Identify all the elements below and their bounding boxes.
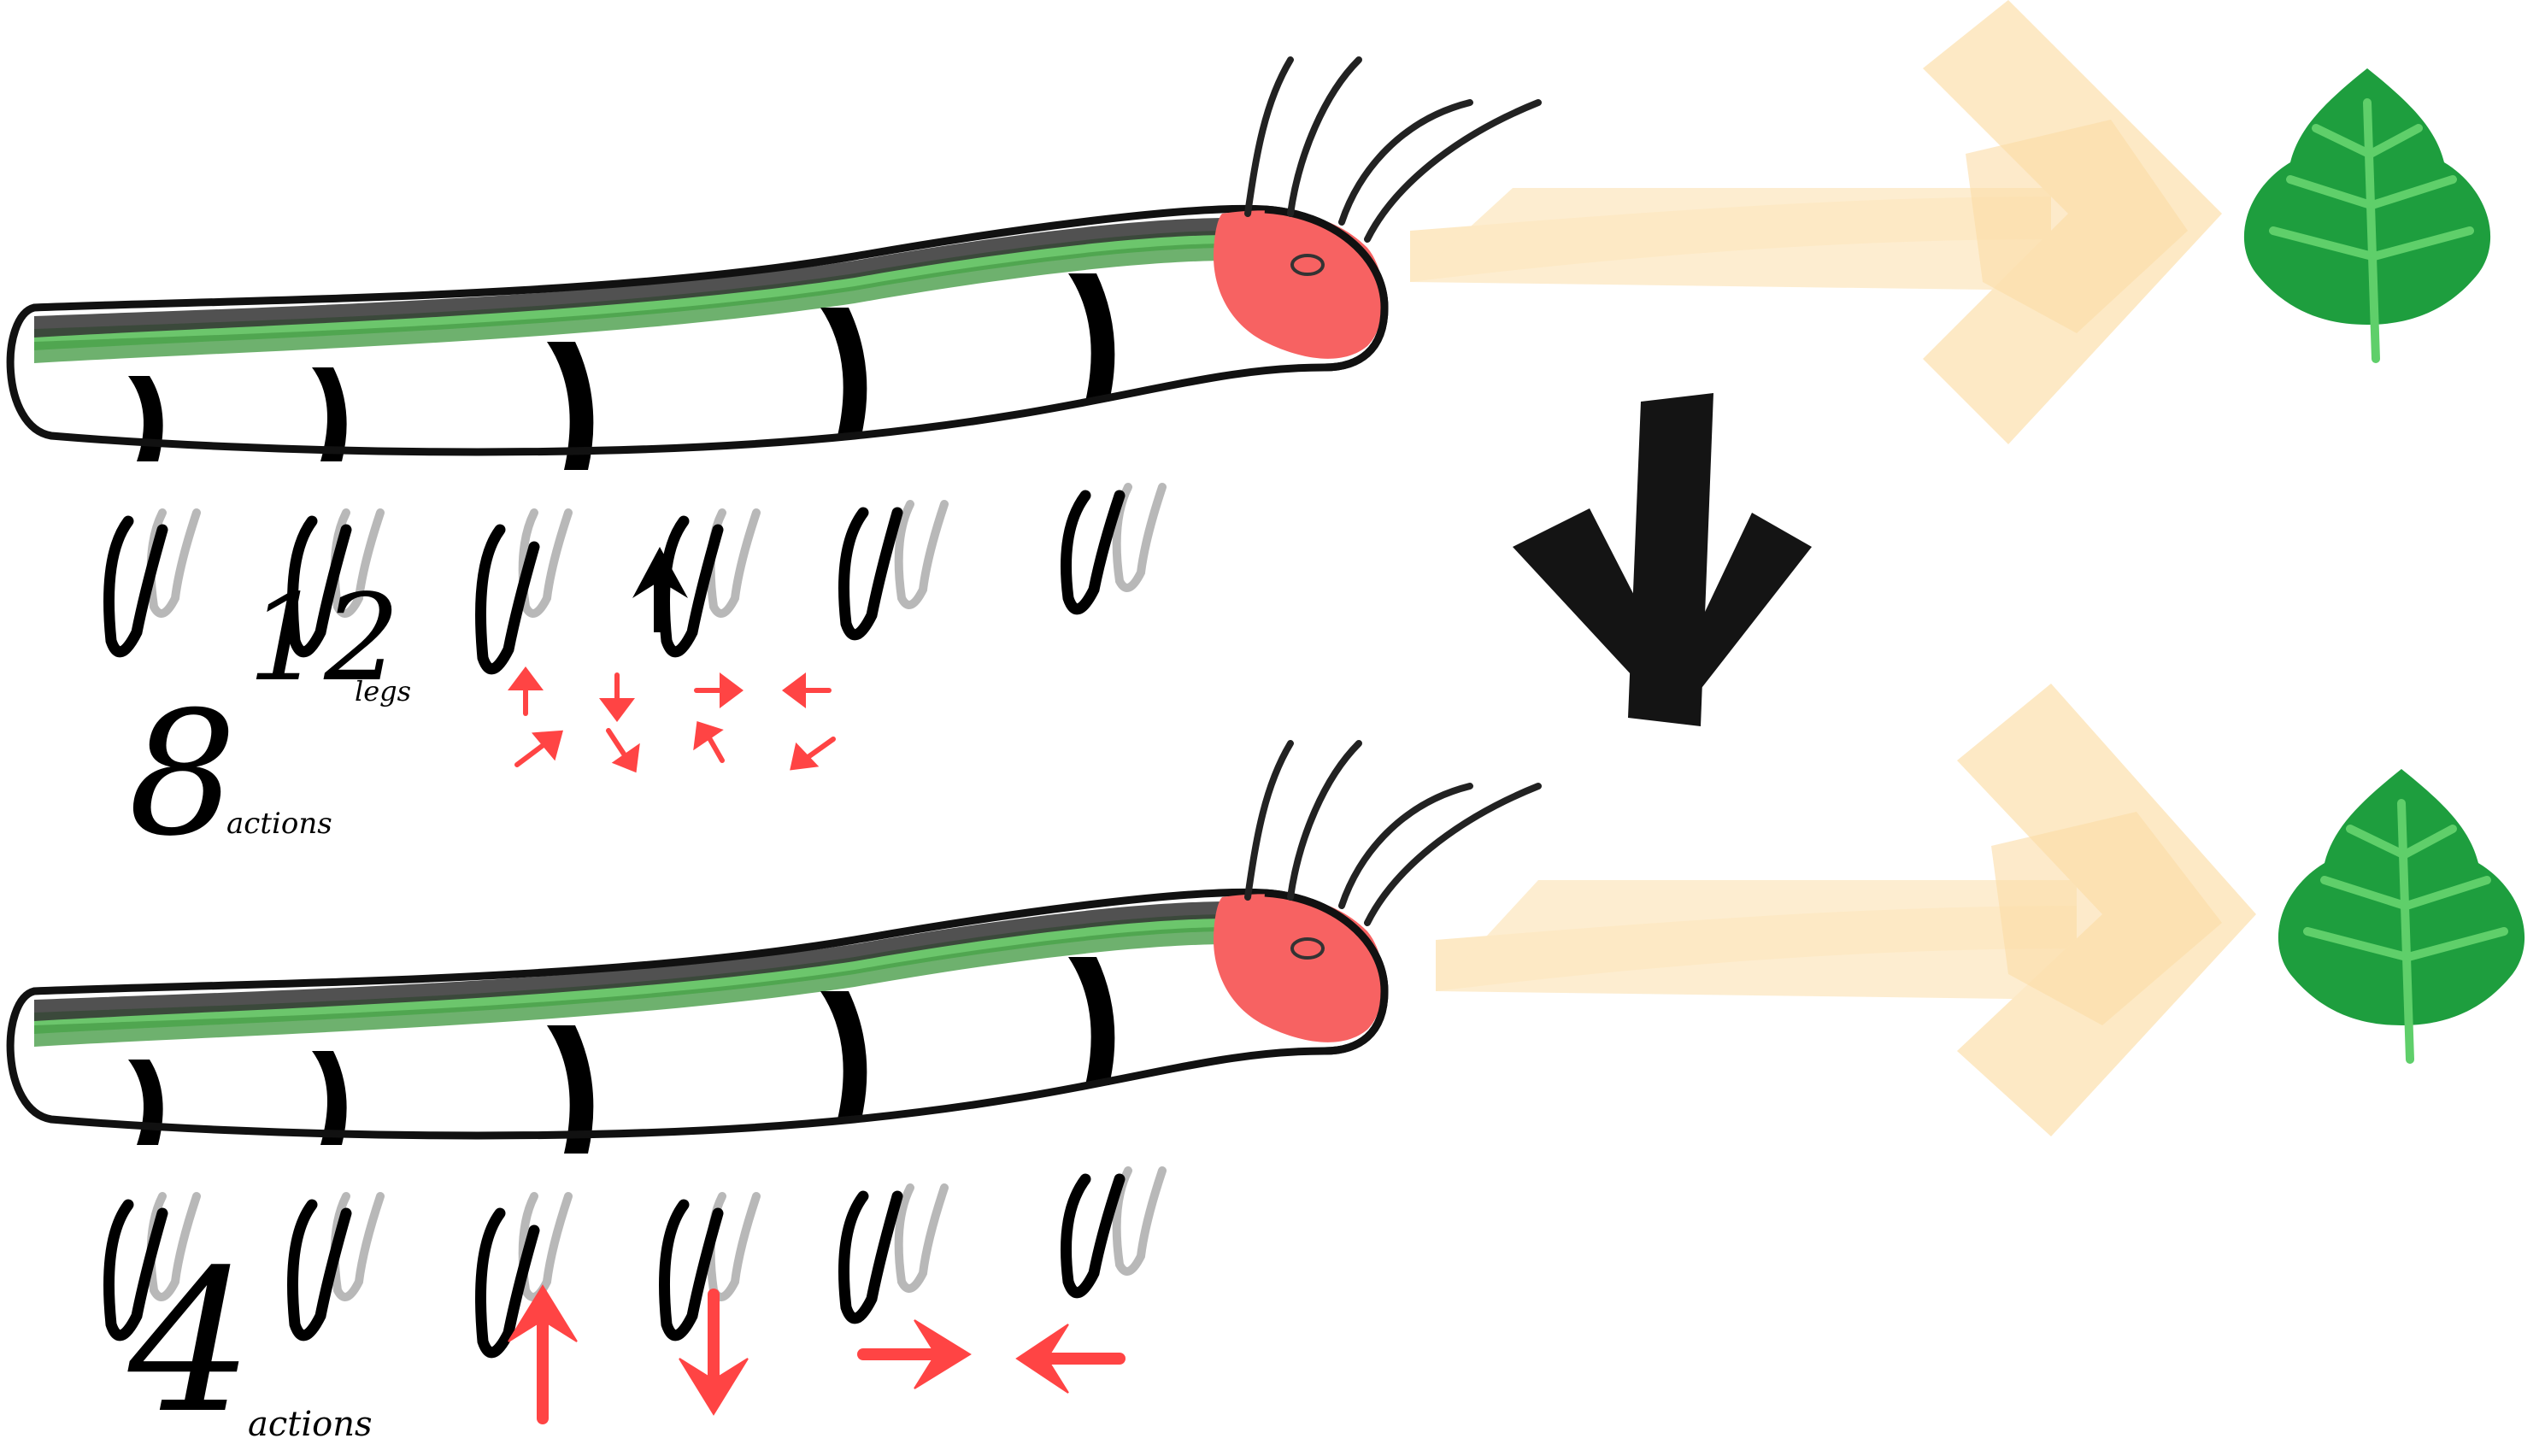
bottom-actions-count: 4 [127,1229,253,1456]
down-arrow-icon [1513,393,1812,726]
action-arrow-up-large [508,1284,578,1424]
action-arrow-left-large [1015,1324,1126,1394]
action-arrow-up-left [693,721,725,763]
action-arrow-right-large [857,1319,972,1389]
top-action-label: 12 legs 8 actions [128,569,411,874]
action-arrow-down [599,672,635,722]
action-arrows-4 [508,1284,1126,1424]
legs-count: 12 [248,569,400,708]
action-arrow-down-right [606,728,640,773]
leaf-icon-bottom [2278,769,2524,1060]
legs-unit: legs [355,675,411,707]
action-arrow-right [694,672,744,708]
orange-direction-arrow-bottom [1436,684,2256,1136]
up-arrow-icon [632,547,688,632]
action-arrow-down-left [790,737,836,771]
action-arrow-up-right [514,730,563,767]
caterpillar-icon-top [10,60,1538,669]
action-arrows-8 [508,666,836,773]
action-arrow-down-large [679,1289,749,1416]
top-actions-count: 8 [128,675,237,874]
leaf-icon-top [2244,68,2490,359]
orange-direction-arrow-top [1410,0,2222,444]
bottom-actions-unit: actions [248,1405,373,1444]
top-actions-unit: actions [226,807,332,841]
action-arrow-up [508,666,544,716]
action-arrow-left [782,672,832,708]
bottom-action-label: 4 actions [127,1229,373,1456]
